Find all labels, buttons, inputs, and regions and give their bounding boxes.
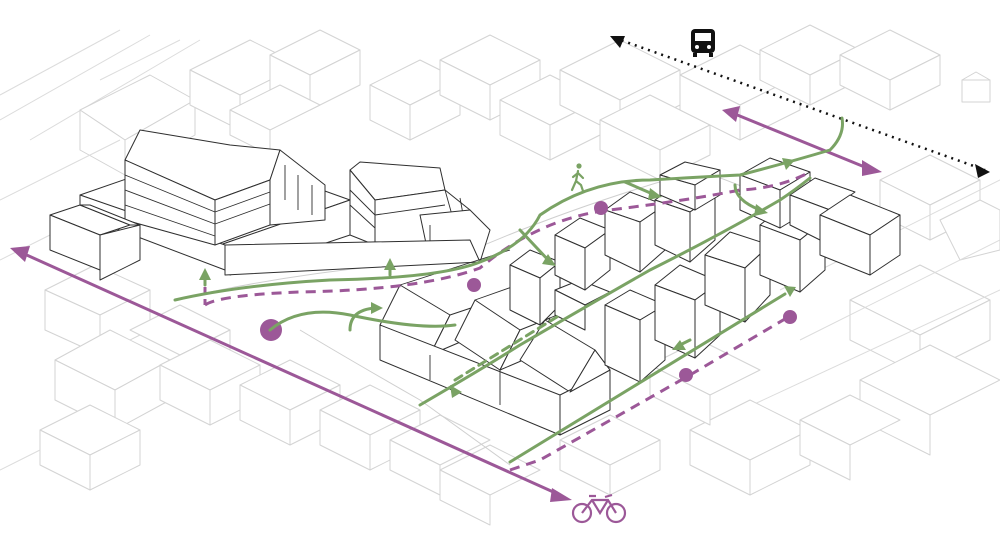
pedestrian-arrow: [672, 340, 686, 350]
context-house: [39, 404, 141, 491]
cycle-node: [783, 310, 797, 324]
pedestrian-arrow: [782, 158, 795, 170]
block-f: [604, 289, 681, 383]
context-buildings: [0, 24, 1000, 526]
context-house: [961, 71, 991, 103]
context-house: [839, 29, 941, 111]
bus-route-arrow-start: [610, 36, 625, 48]
pedestrian-route-branch: [518, 228, 552, 264]
bus-route-arrow-end: [975, 164, 990, 178]
cycle-arrow-ne-1: [722, 106, 740, 122]
pedestrian-route-loop: [268, 310, 457, 332]
cycle-arrow-ne-2: [862, 160, 882, 176]
context-house: [849, 264, 991, 376]
walking-person-icon: [570, 163, 585, 193]
context-house: [159, 339, 261, 426]
pedestrian-arrow: [384, 258, 396, 270]
pedestrian-arrow: [199, 268, 211, 280]
pedestrian-arrow: [754, 204, 768, 216]
pedestrian-arrow: [784, 286, 796, 297]
context-house: [879, 154, 981, 241]
pedestrian-route-dashed: [453, 313, 562, 382]
context-house: [859, 344, 1000, 456]
cycle-node: [679, 368, 693, 382]
large-block-west: [49, 129, 351, 281]
pedestrian-routes: [173, 116, 844, 464]
cycle-arrow-west: [10, 246, 30, 262]
pedestrian-route-south: [508, 292, 787, 464]
bicycle-icon: [571, 493, 627, 524]
pedestrian-route-inner: [418, 176, 812, 407]
context-house: [799, 394, 901, 481]
context-house: [689, 399, 811, 496]
cycle-route-main: [19, 250, 561, 497]
pedestrian-route-north: [173, 116, 844, 302]
bus-icon: [691, 29, 715, 57]
context-house: [939, 199, 1000, 261]
context-house: [559, 414, 661, 496]
pedestrian-arrow: [450, 385, 462, 398]
large-block-east: [224, 161, 491, 276]
cycle-node: [594, 201, 608, 215]
sawtooth-buildings: [379, 249, 611, 436]
cycle-route-northeast: [729, 110, 873, 172]
cycle-arrow-south: [550, 488, 572, 502]
block-b: [554, 217, 611, 291]
block-h: [704, 231, 786, 323]
pedestrian-arrow: [371, 302, 383, 314]
pedestrian-arrow: [648, 188, 662, 200]
context-house: [239, 359, 341, 446]
pedestrian-arrows: [199, 158, 796, 398]
context-house: [599, 94, 711, 181]
block-l: [819, 194, 901, 276]
cycle-route-dashed-south: [509, 314, 791, 472]
bus-route: [610, 36, 990, 178]
cycle-node: [467, 278, 481, 292]
pedestrian-arrow: [542, 254, 556, 266]
